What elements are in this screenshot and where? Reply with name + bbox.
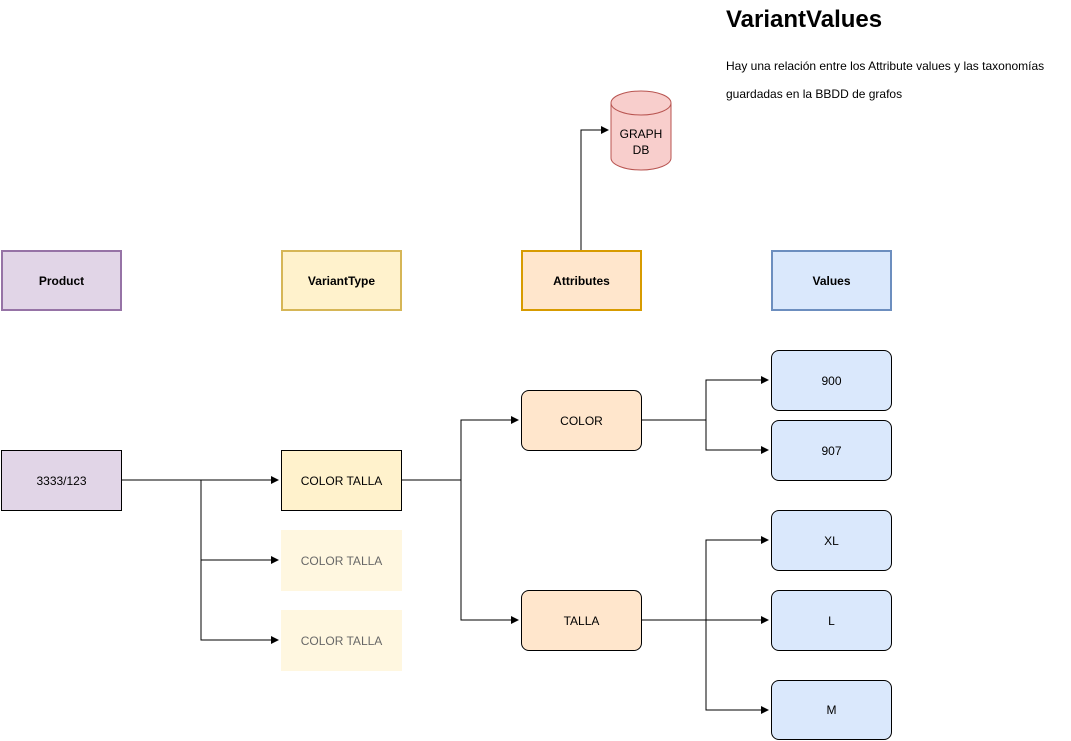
database-cylinder-icon xyxy=(610,90,672,171)
connector-talla-to-m xyxy=(705,620,769,714)
connector-color-to-907 xyxy=(705,420,769,454)
variant-type-node-3[interactable]: COLOR TALLA xyxy=(281,610,402,671)
connector-variant-to-color xyxy=(401,416,519,481)
attribute-node-talla[interactable]: TALLA xyxy=(521,590,642,651)
connector-talla-to-xl xyxy=(705,536,769,620)
connector-variant-to-talla xyxy=(460,480,519,624)
attribute-node-color[interactable]: COLOR xyxy=(521,390,642,451)
header-values[interactable]: Values xyxy=(771,250,892,311)
value-node-xl[interactable]: XL xyxy=(771,510,892,571)
header-varianttype[interactable]: VariantType xyxy=(281,250,402,311)
product-node[interactable]: 3333/123 xyxy=(1,450,122,511)
value-node-l[interactable]: L xyxy=(771,590,892,651)
header-product[interactable]: Product xyxy=(1,250,122,311)
database-label-line-2: DB xyxy=(632,143,650,157)
description-text: Hay una relación entre los Attribute val… xyxy=(726,59,1045,101)
connector-product-to-variant-3 xyxy=(200,480,279,644)
database-label: GRAPH DB xyxy=(611,126,671,158)
value-node-907[interactable]: 907 xyxy=(771,420,892,481)
value-node-m[interactable]: M xyxy=(771,680,892,740)
connector-product-to-variant-2 xyxy=(200,480,279,564)
page-title: VariantValues xyxy=(726,6,883,33)
header-attributes[interactable]: Attributes xyxy=(521,250,642,311)
connector-color-to-900 xyxy=(641,376,769,421)
connector-attributes-to-db xyxy=(580,126,609,250)
value-node-900[interactable]: 900 xyxy=(771,350,892,411)
database-label-line-1: GRAPH xyxy=(619,127,663,141)
variant-type-node-1[interactable]: COLOR TALLA xyxy=(281,450,402,511)
variant-type-node-2[interactable]: COLOR TALLA xyxy=(281,530,402,591)
